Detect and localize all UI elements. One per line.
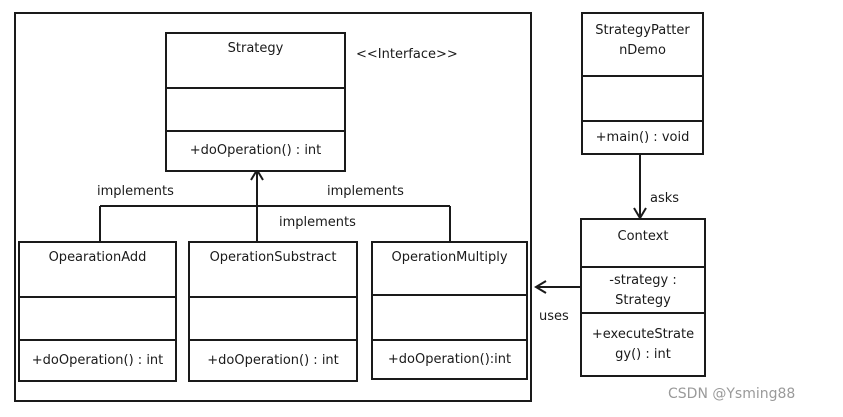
class-method: +doOperation() : int	[189, 143, 322, 158]
class-method: +doOperation() : int	[207, 352, 339, 368]
class-operation-multiply: OperationMultiply +doOperation():int	[371, 241, 528, 380]
class-name: OperationMultiply	[391, 250, 508, 265]
class-strategy-pattern-demo: StrategyPatter nDemo +main() : void	[581, 12, 704, 155]
class-name-line1: StrategyPatter	[595, 23, 690, 38]
class-name: OperationSubstract	[209, 250, 337, 265]
class-attribute-line1: -strategy :	[609, 273, 677, 288]
label-implements-center: implements	[279, 215, 356, 230]
class-attribute-line2: Strategy	[615, 293, 671, 308]
label-implements-left: implements	[97, 184, 174, 199]
watermark: CSDN @Ysming88	[668, 386, 796, 402]
arrowhead-multiply	[534, 280, 547, 294]
class-method: +doOperation():int	[387, 351, 512, 367]
diagram-frame	[14, 12, 532, 402]
interface-stereotype: <<Interface>>	[356, 47, 458, 62]
class-name: Strategy	[227, 41, 284, 56]
class-operation-substract: OperationSubstract +doOperation() : int	[188, 241, 358, 382]
class-strategy: Strategy +doOperation() : int	[165, 32, 346, 172]
label-implements-right: implements	[327, 184, 404, 199]
class-method-line1: +executeStrate	[591, 327, 695, 342]
class-context: Context -strategy : Strategy +executeStr…	[580, 218, 706, 377]
class-operation-add: OpearationAdd +doOperation() : int	[18, 241, 177, 382]
class-name: Context	[617, 229, 669, 244]
class-method: +doOperation() : int	[31, 352, 164, 368]
label-uses: uses	[539, 309, 569, 324]
class-name-line2: nDemo	[619, 43, 666, 58]
label-asks: asks	[650, 191, 680, 206]
class-name: OpearationAdd	[48, 250, 147, 265]
class-method: +main() : void	[595, 129, 690, 145]
class-method-line2: gy() : int	[615, 347, 671, 362]
